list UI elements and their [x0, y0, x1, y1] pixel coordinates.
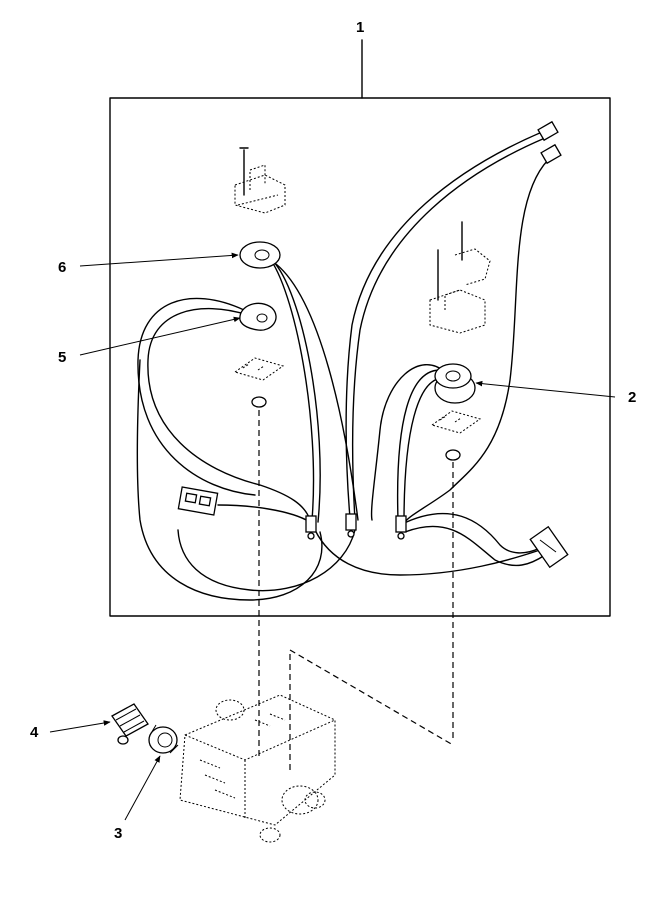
leader-lines [49, 252, 616, 821]
callout-2: 2 [628, 389, 636, 406]
callout-4: 4 [30, 724, 39, 741]
solenoid-coil-2 [434, 363, 476, 404]
nut-3 [148, 724, 179, 754]
callout-3: 3 [114, 825, 122, 842]
callout-6: 6 [58, 259, 66, 276]
wire-bundle [136, 131, 549, 601]
valve-body [179, 694, 336, 843]
bracket-right [429, 221, 491, 334]
grommets [251, 396, 461, 461]
callout-1: 1 [356, 19, 364, 36]
insulator-pad-right [430, 410, 482, 434]
threaded-fitting-4 [111, 703, 149, 745]
wire-terminal-ends [537, 120, 562, 165]
crimp-terminals [305, 513, 407, 540]
plug-connector-left [177, 486, 219, 516]
plug-connector-right [529, 525, 569, 569]
harness-panel [109, 39, 611, 617]
insulator-pad-left [233, 357, 285, 381]
sensor-6 [239, 241, 281, 269]
alignment-lines [258, 410, 454, 770]
bracket-top [234, 147, 286, 214]
callout-5: 5 [58, 349, 66, 366]
ring-terminal-5 [239, 302, 277, 331]
